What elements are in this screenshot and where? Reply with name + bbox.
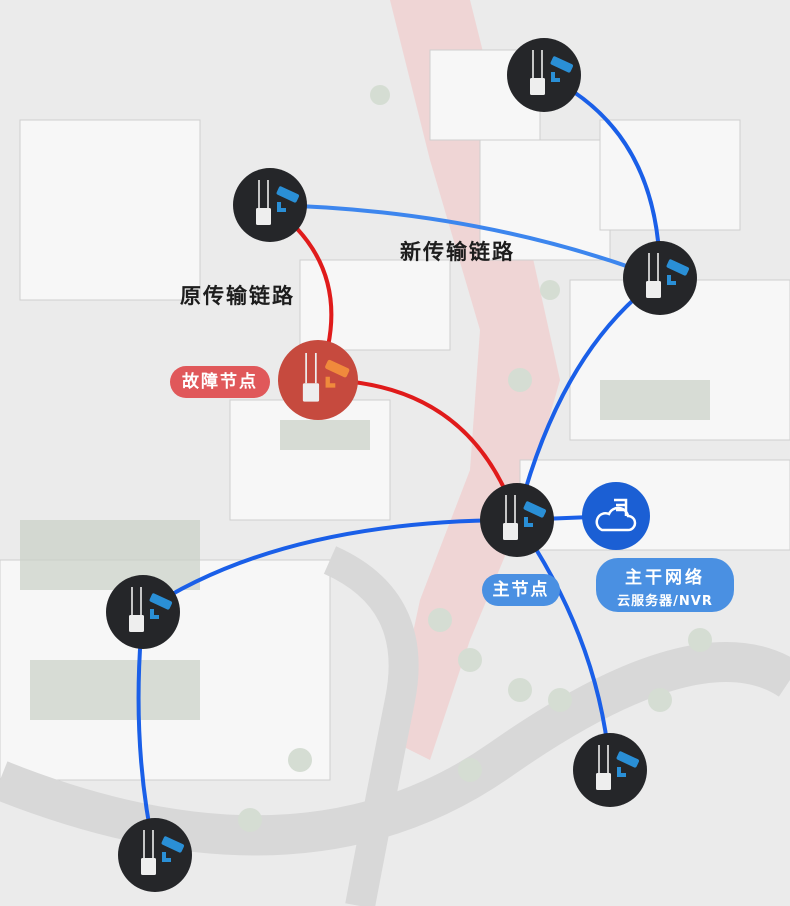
wireless-ap-camera-icon	[140, 829, 185, 876]
fault-node[interactable]	[278, 340, 358, 420]
camera-node-left[interactable]	[106, 575, 180, 649]
wireless-ap-camera-icon	[529, 49, 574, 96]
wireless-ap-camera-icon	[595, 744, 640, 791]
camera-node-upper-left[interactable]	[233, 168, 307, 242]
camera-node-bottom-left[interactable]	[118, 818, 192, 892]
camera-node-top[interactable]	[507, 38, 581, 112]
new-link-label: 新传输链路	[400, 240, 515, 264]
backbone-subtitle: 云服务器/NVR	[617, 594, 713, 609]
backbone-title: 主干网络	[625, 568, 705, 588]
link-main-left	[141, 518, 518, 614]
cloud-server-icon	[595, 498, 637, 532]
wireless-ap-camera-icon	[255, 179, 300, 226]
main-node[interactable]	[480, 483, 554, 557]
cloud-server-node[interactable]	[582, 482, 650, 550]
new-link	[269, 203, 661, 280]
camera-node-right[interactable]	[623, 241, 697, 315]
old-link-label: 原传输链路	[180, 284, 295, 308]
wireless-ap-camera-icon	[128, 586, 173, 633]
wireless-ap-camera-icon	[302, 352, 350, 403]
wireless-ap-camera-icon	[502, 494, 547, 541]
wireless-ap-camera-icon	[645, 252, 690, 299]
backbone-label: 主干网络 云服务器/NVR	[596, 558, 734, 612]
main-node-label: 主节点	[482, 574, 560, 606]
camera-node-bottom-right[interactable]	[573, 733, 647, 807]
fault-node-label: 故障节点	[170, 366, 270, 398]
